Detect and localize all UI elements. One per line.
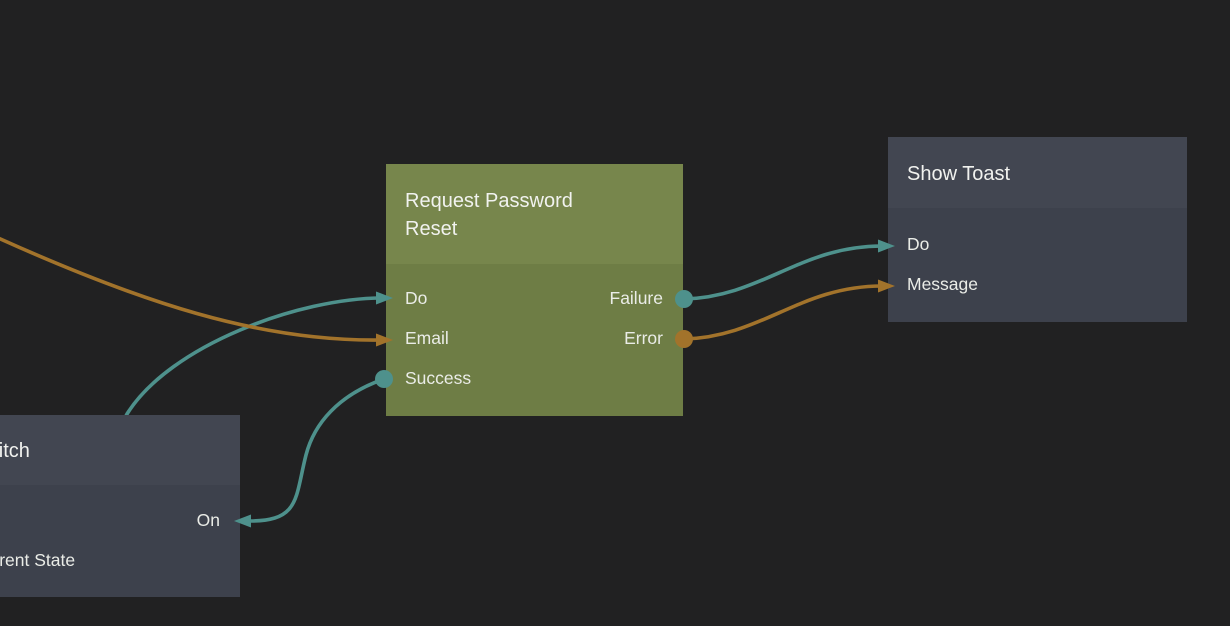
- port-row: Do Failure: [386, 278, 683, 318]
- port-failure-output[interactable]: Failure: [609, 287, 664, 308]
- node-header[interactable]: Request Password Reset: [386, 164, 683, 264]
- port-row: On: [0, 500, 240, 540]
- node-request-password-reset[interactable]: Request Password Reset Do Failure Email …: [386, 164, 683, 416]
- port-current-state-output[interactable]: Current State: [0, 549, 76, 570]
- port-row: Do: [888, 224, 1187, 264]
- node-body: On Current State: [0, 485, 240, 597]
- port-row: Success: [386, 358, 683, 398]
- node-title: Request Password Reset: [405, 190, 573, 240]
- node-body: Do Failure Email Error Success: [386, 264, 683, 416]
- node-switch[interactable]: Switch On Current State: [0, 415, 240, 597]
- port-row: Current State: [0, 540, 240, 580]
- port-do-input[interactable]: Do: [405, 287, 428, 308]
- node-title: Show Toast: [907, 163, 1011, 185]
- port-row: Message: [888, 264, 1187, 304]
- node-body: Do Message: [888, 208, 1187, 322]
- node-show-toast[interactable]: Show Toast Do Message: [888, 137, 1187, 322]
- port-on-input[interactable]: On: [196, 509, 220, 530]
- port-row: Email Error: [386, 318, 683, 358]
- node-header[interactable]: Show Toast: [888, 137, 1187, 208]
- node-header[interactable]: Switch: [0, 415, 240, 485]
- port-success-output[interactable]: Success: [405, 367, 472, 388]
- node-title: Switch: [0, 440, 30, 462]
- port-message-input[interactable]: Message: [907, 273, 979, 294]
- port-do-input[interactable]: Do: [907, 233, 930, 254]
- port-error-output[interactable]: Error: [624, 327, 663, 348]
- port-email-input[interactable]: Email: [405, 327, 449, 348]
